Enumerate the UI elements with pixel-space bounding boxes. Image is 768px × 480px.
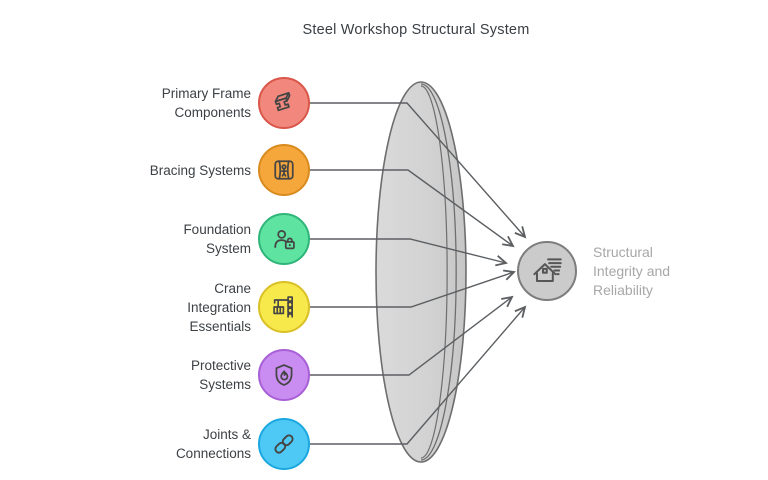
shield-flame-icon	[275, 364, 293, 386]
tower-crane-icon	[273, 296, 293, 318]
connector-line-5	[308, 295, 514, 376]
label-foundation-system: Foundation System	[183, 222, 251, 256]
connector-line-3	[308, 238, 508, 267]
connector-lines	[308, 102, 527, 445]
label-crane-integration-essentials: Crane Integration Essentials	[187, 280, 251, 334]
primary-frame-circle	[258, 77, 310, 129]
connector-line-4	[308, 269, 516, 308]
bracing-circle	[258, 144, 310, 196]
outcome-circle	[517, 241, 577, 301]
foundation-circle	[258, 213, 310, 265]
connector-line-2	[308, 169, 515, 248]
connector-line-6	[308, 305, 527, 445]
label-protective-systems: Protective Systems	[190, 358, 251, 392]
connector-line-1	[308, 102, 527, 239]
label-primary-frame-components: Primary Frame Components	[161, 86, 251, 120]
funnel-rim-outer	[420, 83, 457, 461]
wind-resistant-house-icon	[533, 258, 562, 283]
chain-link-icon	[274, 434, 294, 454]
crane-circle	[258, 281, 310, 333]
funnel-rim-inner	[420, 85, 448, 459]
label-joints-connections: Joints & Connections	[175, 427, 251, 461]
joints-circle	[258, 418, 310, 470]
outcome-label: Structural Integrity and Reliability	[593, 244, 671, 298]
label-bracing-systems: Bracing Systems	[149, 162, 251, 178]
user-lock-icon	[274, 229, 295, 250]
brace-icon	[274, 160, 294, 180]
diagram-title: Steel Workshop Structural System	[302, 22, 530, 38]
protective-circle	[258, 349, 310, 401]
funnel-lens	[375, 81, 467, 463]
steel-beam-icon	[274, 92, 291, 112]
